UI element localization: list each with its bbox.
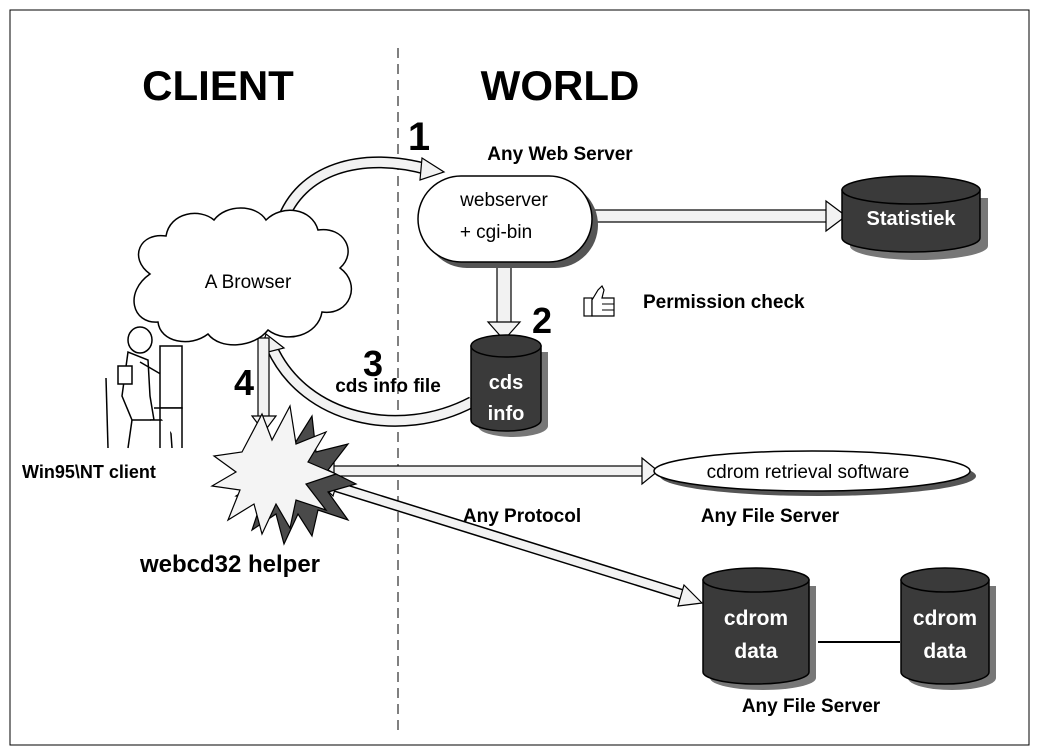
web-server-caption: Any Web Server — [487, 144, 633, 165]
helper-burst-icon — [210, 404, 358, 546]
step-3-label: 3 — [363, 343, 383, 384]
cds-info-file-label: cds info file — [335, 376, 441, 397]
cds-info-database: cds info — [470, 334, 548, 437]
arrow-browser-to-webserver — [276, 156, 446, 225]
step-4-label: 4 — [234, 362, 254, 403]
webserver-line2: + cgi-bin — [460, 222, 532, 243]
cdrom-data-1-line2: data — [734, 640, 778, 663]
retrieval-software-label: cdrom retrieval software — [707, 462, 910, 483]
client-os-label: Win95\NT client — [22, 462, 156, 482]
cdrom-data-1-line1: cdrom — [724, 607, 788, 630]
arrow-webserver-to-statistiek — [589, 199, 847, 233]
permission-check-label: Permission check — [643, 292, 805, 313]
bottom-file-server-caption: Any File Server — [742, 696, 881, 717]
step-2-label: 2 — [532, 300, 552, 341]
retrieval-file-server-caption: Any File Server — [701, 506, 840, 527]
cdrom-data-database-2: cdrom data — [900, 567, 996, 690]
thumbs-up-icon — [583, 284, 615, 317]
cdrom-data-2-line2: data — [923, 640, 967, 663]
step-1-label: 1 — [408, 115, 430, 159]
cdrom-data-database-1: cdrom data — [702, 567, 816, 690]
client-heading: CLIENT — [142, 62, 294, 109]
any-protocol-label: Any Protocol — [463, 506, 581, 527]
webserver-box — [417, 175, 593, 263]
cds-info-line2: info — [488, 403, 525, 425]
world-heading: WORLD — [481, 62, 640, 109]
webcd32-helper-label: webcd32 helper — [139, 551, 320, 578]
cds-info-line1: cds — [489, 372, 523, 394]
statistiek-database: Statistiek — [841, 175, 988, 260]
cdrom-data-2-line1: cdrom — [913, 607, 977, 630]
retrieval-ellipse — [653, 450, 971, 492]
person-at-computer-icon — [105, 326, 183, 449]
browser-label: A Browser — [205, 272, 292, 293]
statistiek-label: Statistiek — [867, 208, 957, 230]
browser-cloud: A Browser — [133, 207, 352, 346]
webserver-line1: webserver — [459, 190, 548, 211]
